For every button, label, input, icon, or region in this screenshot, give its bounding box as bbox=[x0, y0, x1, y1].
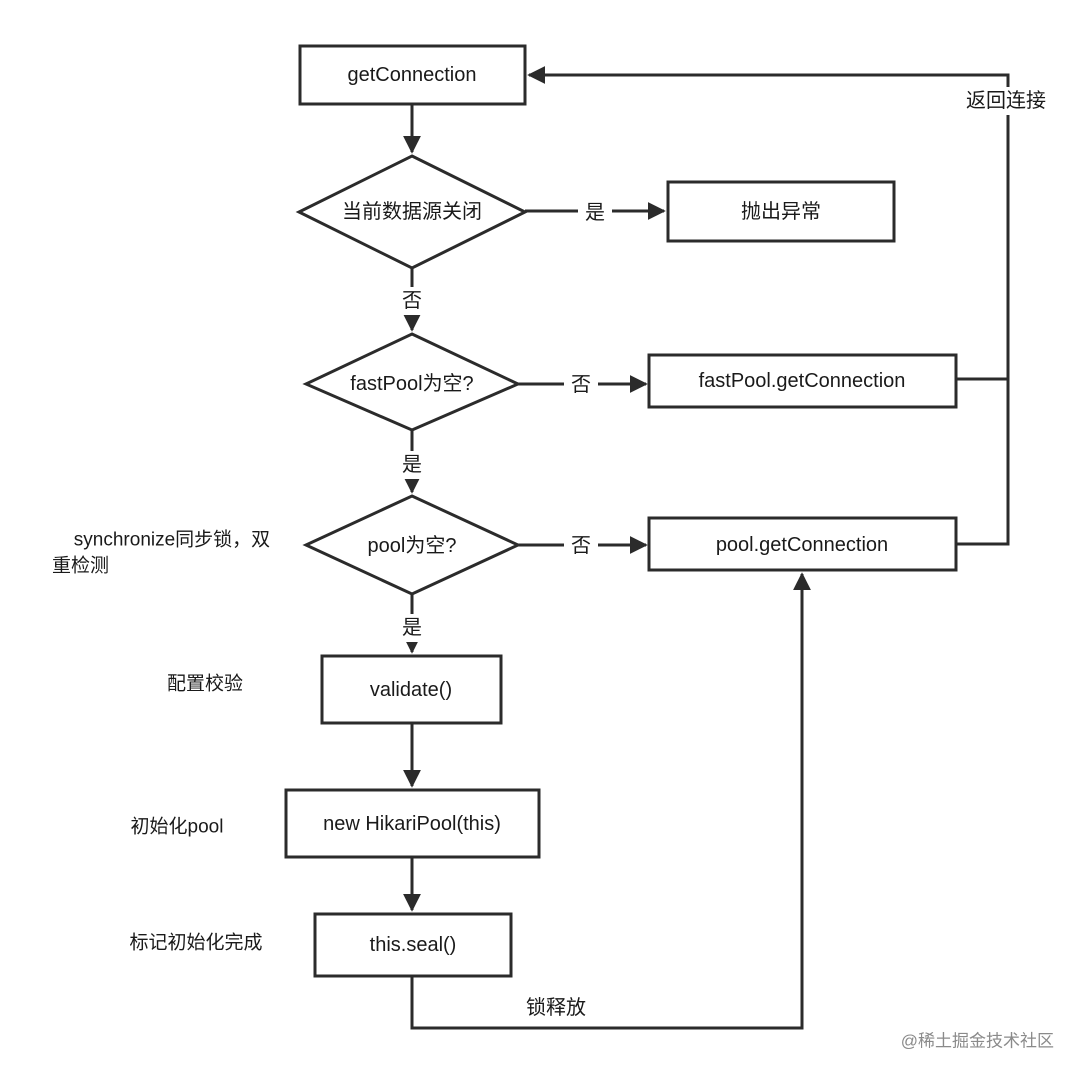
node-getconnection: getConnection bbox=[298, 44, 527, 106]
decision-pool-empty: pool为空? bbox=[302, 494, 522, 596]
note-synchronize-line1: synchronize同步锁，双 bbox=[74, 529, 270, 551]
decision-datasource-closed-label: 当前数据源关闭 bbox=[342, 200, 482, 223]
node-fastpool-getconnection: fastPool.getConnection bbox=[647, 353, 958, 409]
node-seal: this.seal() bbox=[313, 912, 513, 978]
node-new-hikaripool-label: new HikariPool(this) bbox=[323, 813, 501, 835]
node-fastpool-getconnection-label: fastPool.getConnection bbox=[699, 370, 906, 392]
label-no-pool: 否 bbox=[571, 535, 591, 557]
decision-fastpool-empty: fastPool为空? bbox=[302, 332, 522, 432]
node-new-hikaripool: new HikariPool(this) bbox=[284, 788, 541, 859]
label-no-fastpool: 否 bbox=[571, 374, 591, 396]
decision-pool-empty-label: pool为空? bbox=[368, 534, 457, 557]
node-validate-label: validate() bbox=[370, 679, 452, 701]
label-lock-release: 锁释放 bbox=[526, 996, 586, 1019]
label-no-after-closed: 否 bbox=[402, 290, 422, 312]
node-pool-getconnection-label: pool.getConnection bbox=[716, 534, 888, 556]
node-throw-exception-label: 抛出异常 bbox=[741, 200, 821, 223]
label-yes-pool: 是 bbox=[402, 617, 422, 639]
edge-labels: 是 否 否 是 否 是 返回连接 锁释放 bbox=[396, 87, 1056, 1019]
note-mark-init-done: 标记初始化完成 bbox=[129, 932, 262, 954]
label-return-connection: 返回连接 bbox=[966, 89, 1046, 112]
decision-fastpool-empty-label: fastPool为空? bbox=[350, 372, 473, 395]
node-throw-exception: 抛出异常 bbox=[666, 180, 896, 243]
decision-datasource-closed: 当前数据源关闭 bbox=[295, 154, 529, 270]
label-yes-fastpool: 是 bbox=[402, 454, 422, 476]
note-synchronize-line2: 重检测 bbox=[52, 555, 109, 577]
edge-poolget-return bbox=[527, 66, 1010, 546]
node-validate: validate() bbox=[320, 654, 503, 725]
note-init-pool: 初始化pool bbox=[131, 816, 224, 838]
label-yes-throw: 是 bbox=[585, 202, 605, 224]
edge-seal-to-poolget bbox=[410, 572, 811, 1030]
node-pool-getconnection: pool.getConnection bbox=[647, 516, 958, 572]
watermark: @稀土掘金技术社区 bbox=[901, 1032, 1054, 1051]
node-getconnection-label: getConnection bbox=[348, 64, 477, 86]
node-seal-label: this.seal() bbox=[370, 934, 457, 956]
side-notes: synchronize同步锁，双 重检测 配置校验 初始化pool 标记初始化完… bbox=[52, 529, 270, 954]
note-config-check: 配置校验 bbox=[167, 673, 243, 695]
